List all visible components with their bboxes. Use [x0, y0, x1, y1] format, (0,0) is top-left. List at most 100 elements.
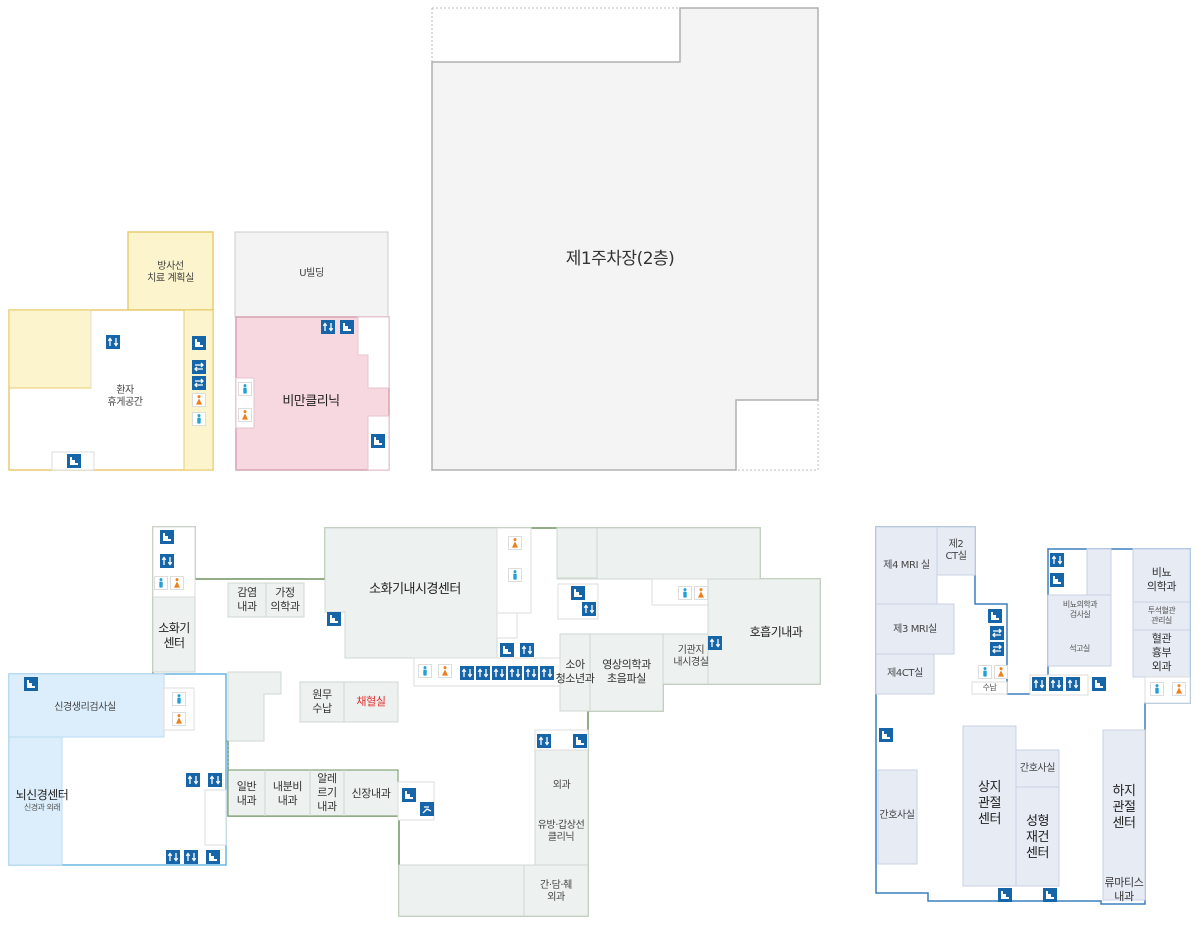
room-mri-3: 제3 MRI실	[893, 623, 937, 635]
stairs-icon	[67, 454, 81, 468]
male-restroom-icon	[238, 382, 252, 396]
stairs-icon	[879, 728, 893, 742]
elevator-icon	[476, 666, 490, 680]
stairs-icon	[1092, 677, 1106, 691]
parking-zone	[431, 7, 819, 471]
female-restroom-icon	[238, 408, 252, 422]
stairs-icon	[24, 677, 38, 691]
female-restroom-icon	[1172, 682, 1186, 696]
stairs-icon	[573, 734, 587, 748]
elevator-icon	[540, 666, 554, 680]
stairs-icon	[1050, 573, 1064, 587]
female-restroom-icon	[694, 586, 708, 600]
female-restroom-icon	[172, 712, 186, 726]
male-restroom-icon	[1150, 682, 1164, 696]
elevator-icon	[524, 666, 538, 680]
elevator-icon	[537, 734, 551, 748]
female-restroom-icon	[438, 664, 452, 678]
elevator-icon	[184, 850, 198, 864]
stairs-icon	[327, 612, 341, 626]
male-restroom-icon	[192, 412, 206, 426]
male-restroom-icon	[978, 665, 992, 679]
escalator-icon	[192, 376, 206, 390]
stairs-icon	[340, 320, 354, 334]
room-neuro-center: 뇌신경센터 신경과 외래	[15, 787, 69, 812]
female-restroom-icon	[170, 576, 184, 590]
room-nurse-station-left: 간호사실	[879, 809, 915, 821]
room-ct-4: 제4CT실	[887, 667, 923, 679]
escalator-icon	[990, 626, 1004, 640]
elevator-icon	[582, 602, 596, 616]
stairs-icon	[402, 788, 416, 802]
building-u: U빌딩	[299, 267, 324, 279]
room-obesity-clinic: 비만클리닉	[282, 393, 340, 409]
room-neuro-physiology-test: 신경생리검사실	[54, 701, 116, 713]
elevator-icon	[460, 666, 474, 680]
elevator-icon	[166, 850, 180, 864]
male-restroom-icon	[508, 568, 522, 582]
elevator-icon	[1049, 677, 1063, 691]
room-plaster: 석고실	[1069, 644, 1090, 653]
room-nurse-station-mid: 간호사실	[1019, 762, 1056, 774]
female-restroom-icon	[192, 393, 206, 407]
facility-icons	[24, 320, 1186, 902]
elevator-icon	[106, 335, 120, 349]
female-restroom-icon	[508, 536, 522, 550]
u-building-zone	[234, 231, 390, 471]
elevator-icon	[708, 636, 722, 650]
male-restroom-icon	[154, 576, 168, 590]
neuro-zone	[8, 673, 229, 866]
room-respiratory-medicine: 호흡기내과	[749, 624, 803, 639]
female-restroom-icon	[994, 665, 1008, 679]
room-gi-endoscopy-center: 소화기내시경센터	[369, 581, 461, 597]
male-restroom-icon	[172, 692, 186, 706]
room-mri-4: 제4 MRI 실	[883, 559, 930, 571]
right-building-zone	[875, 526, 1191, 905]
parking-lot-1: 제1주차장(2층)	[565, 249, 675, 270]
escalator-icon	[192, 360, 206, 374]
room-blood-draw: 채혈실	[356, 695, 386, 709]
elevator-icon	[508, 666, 522, 680]
elevator-icon	[1066, 677, 1080, 691]
room-nephrology: 신장내과	[351, 787, 391, 801]
room-surgery: 외과	[552, 779, 571, 791]
wheelchair-icon	[420, 802, 434, 816]
stairs-icon	[988, 609, 1002, 623]
stairs-icon	[500, 643, 514, 657]
male-restroom-icon	[678, 586, 692, 600]
male-restroom-icon	[418, 664, 432, 678]
elevator-icon	[186, 773, 200, 787]
stairs-icon	[371, 434, 385, 448]
elevator-icon	[1032, 677, 1046, 691]
stairs-icon	[192, 336, 206, 350]
stairs-icon	[998, 888, 1012, 902]
stairs-icon	[1043, 888, 1057, 902]
escalator-icon	[990, 642, 1004, 656]
elevator-icon	[1050, 553, 1064, 567]
room-payment: 수납	[982, 683, 997, 692]
